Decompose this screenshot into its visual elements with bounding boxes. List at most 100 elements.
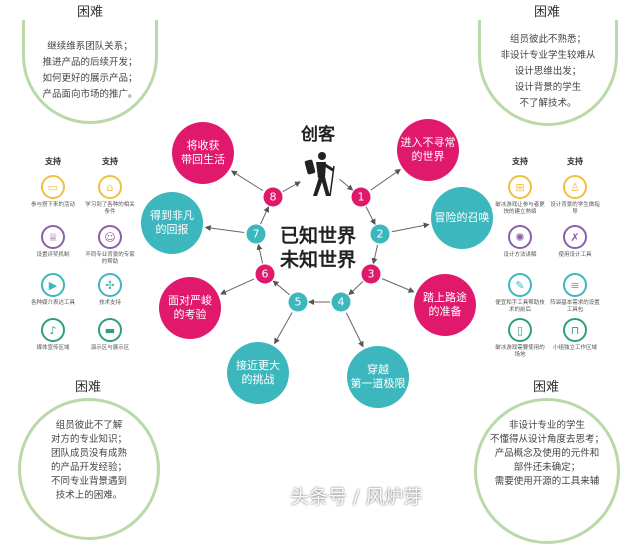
difficulty-line: 不了解技术。 <box>519 97 577 109</box>
difficulty-title-bottom-left: 困难 <box>74 380 102 395</box>
difficulty-line: 推进产品的后续开发； <box>42 56 138 68</box>
support-label: 破冰游戏让参与者更快的建立熟络 <box>495 202 545 215</box>
hiker-icon <box>300 150 340 204</box>
support-label: 阵袋基本需求的设置工具包 <box>550 300 600 313</box>
gamepad-icon: ⊞ <box>508 175 532 199</box>
stage-label: 穿越 <box>367 363 389 376</box>
stage-label: 的挑战 <box>241 373 275 386</box>
difficulty-line: 组员彼此不熟悉； <box>509 33 586 45</box>
diagram-title: 创客 <box>301 125 335 145</box>
microphone-icon: ♪ <box>41 318 65 342</box>
brain-icon: ✺ <box>508 225 532 249</box>
unknown-world: 未知世界 <box>279 249 357 271</box>
arrow-to-stage-7 <box>204 225 245 233</box>
monitor-icon: ▬ <box>98 318 122 342</box>
support-label: 便宜和手工具帮助技术的前后 <box>495 300 545 313</box>
step-number-3: 3 <box>361 264 381 284</box>
step-number-2: 2 <box>370 224 390 244</box>
arrow-to-stage-8 <box>230 170 264 192</box>
difficulty-line: 组员彼此不了解 <box>55 420 123 431</box>
difficulty-line: 设计背景的学生 <box>514 81 582 93</box>
difficulty-line: 团队成员没有成熟 <box>50 448 127 459</box>
workbench-icon: ⊓ <box>563 318 587 342</box>
stage-circle-6: 面对严峻的考验 <box>159 277 221 339</box>
support-label: 设置评奖机制 <box>36 252 70 258</box>
support-header-right-1: 支持 <box>512 157 528 166</box>
stage-label: 踏上路途 <box>423 291 467 304</box>
stage-circle-3: 踏上路途的准备 <box>414 274 476 336</box>
difficulty-line: 部件还未确定； <box>513 462 581 473</box>
stage-circle-5: 接近更大的挑战 <box>227 342 289 404</box>
arrow-step-5 <box>272 280 290 296</box>
arrow-step-7 <box>260 206 270 225</box>
support-label: 媒体宣传区域 <box>36 345 70 351</box>
stage-circle-7: 得到非凡的回报 <box>141 192 203 254</box>
stage-circle-1: 进入不寻常的世界 <box>397 119 459 181</box>
ruler-icon: ≡ <box>563 273 587 297</box>
network-icon: ✣ <box>98 273 122 297</box>
support-label: 学习到了各种的相关条件 <box>85 202 135 215</box>
trophy-icon: ♕ <box>41 225 65 249</box>
stage-label: 得到非凡 <box>150 209 194 222</box>
step-number-8: 8 <box>263 187 283 207</box>
center-text: 已知世界 未知世界 <box>280 224 356 272</box>
arrow-to-stage-6 <box>220 278 255 295</box>
difficulty-line: 需要使用开源的工具来辅 <box>494 476 600 487</box>
support-label: 破冰游戏需要使用的场地 <box>495 345 545 358</box>
arrow-to-stage-1 <box>370 168 401 191</box>
known-world: 已知世界 <box>279 225 357 247</box>
difficulty-line: 非设计专业学生较难从 <box>500 49 596 61</box>
stage-label: 冒险的召唤 <box>434 211 490 224</box>
wrench-icon: ✗ <box>563 225 587 249</box>
difficulty-title-top-right: 困难 <box>533 5 561 20</box>
arrow-to-stage-4 <box>345 312 364 348</box>
step-number-6: 6 <box>255 264 275 284</box>
difficulty-line: 设计思维出发； <box>514 65 582 77</box>
support-header-left-2: 支持 <box>102 157 118 166</box>
support-label: 演示区与展示区 <box>90 345 130 351</box>
step-number-7: 7 <box>246 224 266 244</box>
arrow-to-stage-2 <box>391 222 430 233</box>
blueprint-icon: ⌂ <box>98 175 122 199</box>
stage-label: 的准备 <box>428 305 462 318</box>
step-number-1: 1 <box>351 187 371 207</box>
tool-icon: ✎ <box>508 273 532 297</box>
stage-label: 第一道极限 <box>350 377 406 390</box>
difficulty-line: 产品面向市场的推广。 <box>42 88 138 100</box>
stage-label: 面对严峻 <box>168 294 212 307</box>
arrow-hiker-to-1 <box>339 178 354 191</box>
difficulty-line: 的产品开发经验； <box>50 462 127 473</box>
badge-icon: ▭ <box>41 175 65 199</box>
support-label: 小组独立工作区域 <box>552 345 597 351</box>
people-icon: ☺ <box>98 225 122 249</box>
difficulty-line: 继续维系团队关系； <box>47 40 133 52</box>
difficulty-bottom-right: 非设计专业的学生不懂得从设计角度去思考； 产品概念及使用的元件和部件还未确定； 需要… <box>474 398 620 544</box>
support-header-left-1: 支持 <box>45 157 61 166</box>
support-label: 参与搭下来的活动 <box>30 202 75 208</box>
step-number-4: 4 <box>331 292 351 312</box>
support-label: 技术支持 <box>98 300 121 306</box>
difficulty-line: 如何更好的展示产品； <box>42 72 138 84</box>
support-label: 不同专业背景的专家的帮助 <box>85 252 135 265</box>
support-label: 各种媒介表达工具 <box>30 300 75 306</box>
stage-label: 将收获 <box>186 139 220 152</box>
difficulty-line: 不同专业背景遇到 <box>50 476 127 487</box>
difficulty-title-bottom-right: 困难 <box>532 380 560 395</box>
arrow-8-to-hiker <box>282 181 301 193</box>
difficulty-title-top-left: 困难 <box>76 5 104 20</box>
difficulty-line: 对方的专业知识； <box>50 434 127 445</box>
person-icon: ♙ <box>563 175 587 199</box>
difficulty-line: 非设计专业的学生 <box>508 420 585 431</box>
stage-label: 带回生活 <box>181 153 225 166</box>
difficulty-line: 产品概念及使用的元件和 <box>494 448 600 459</box>
stage-circle-2: 冒险的召唤 <box>431 187 493 249</box>
stage-label: 进入不寻常 <box>400 136 456 149</box>
difficulty-line: 不懂得从设计角度去思考； <box>489 434 604 445</box>
video-icon: ▶ <box>41 273 65 297</box>
watermark: 头条号 / 风炉芽 <box>290 486 423 508</box>
support-label: 设计背景的学生做指导 <box>550 202 600 215</box>
stage-label: 的世界 <box>411 150 445 163</box>
arrows-layer <box>204 168 430 348</box>
stage-circle-8: 将收获带回生活 <box>172 122 234 184</box>
stage-label: 接近更大 <box>236 359 280 372</box>
